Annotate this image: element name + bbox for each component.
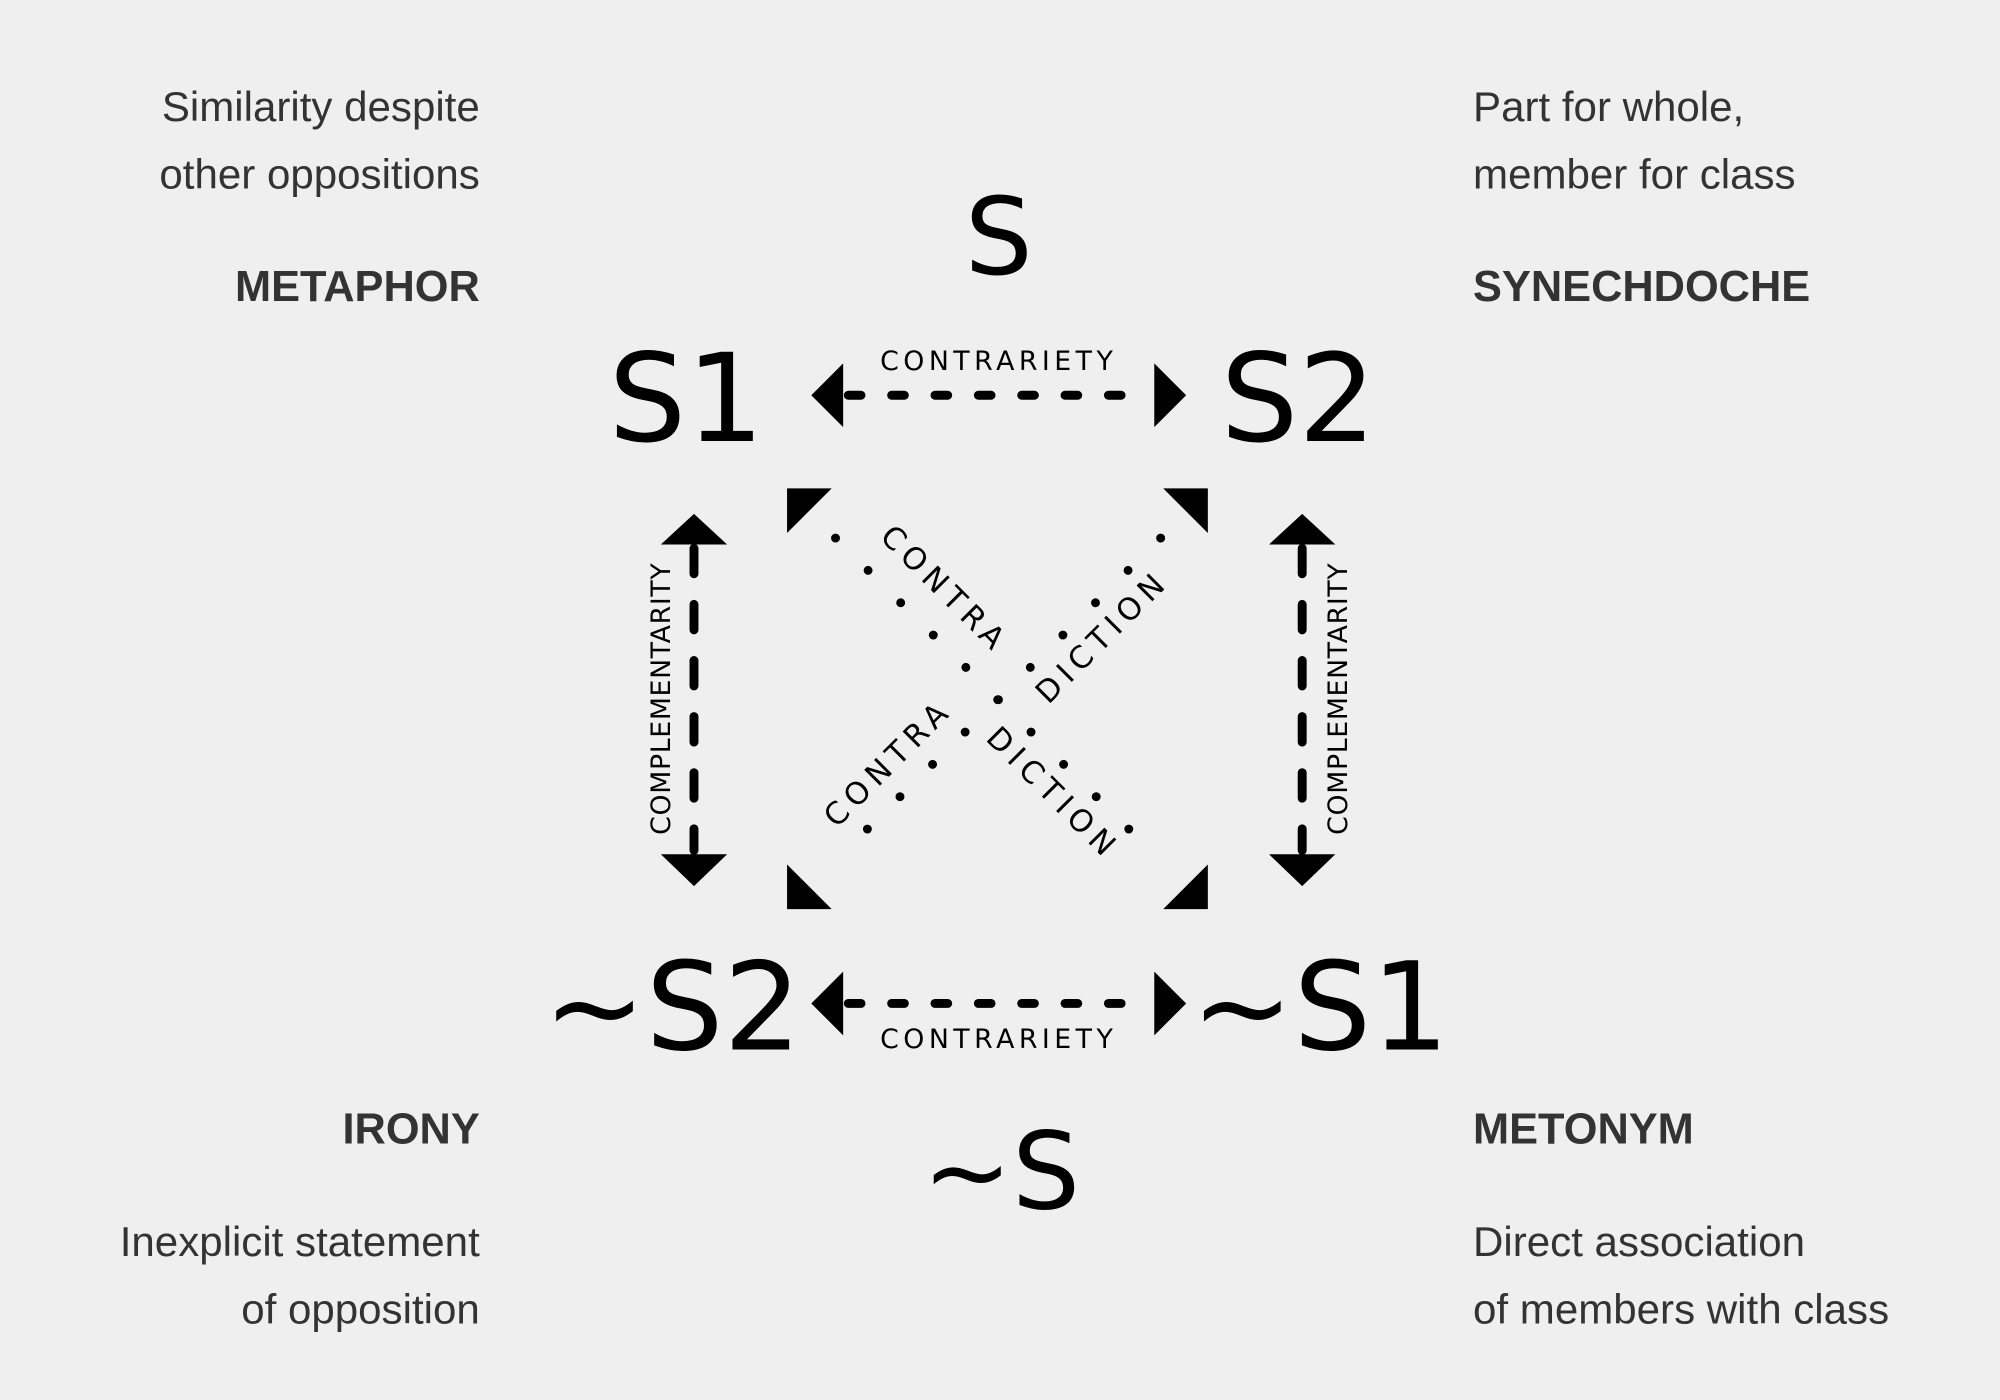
arrowhead-up-icon: [660, 513, 728, 545]
contradiction-diagonal-dots: [831, 533, 1166, 866]
contradiction-label-contra-bottom: CONTRA: [818, 692, 960, 834]
contradiction-label-diction-bottom: DICTION: [979, 720, 1126, 867]
contrariety-bottom-arrow: [811, 971, 1187, 1036]
contrariety-top-arrow: [811, 363, 1187, 428]
synecdoche-block: Part for whole, member for class SYNECHD…: [1473, 83, 1810, 311]
arrowhead-down-icon: [1269, 854, 1336, 887]
irony-title: IRONY: [343, 1106, 480, 1154]
arrowhead-right-icon: [1154, 363, 1187, 428]
complementarity-right-arrow: [1269, 513, 1336, 887]
synecdoche-description-line1: Part for whole,: [1473, 83, 1744, 130]
metaphor-description-line2: other oppositions: [159, 151, 479, 198]
arrowhead-up-icon: [1269, 513, 1336, 545]
corner-arrowhead-bottom-right-icon: [1163, 864, 1208, 910]
contrariety-top-label: CONTRARIETY: [880, 346, 1117, 377]
metonym-description-line2: of members with class: [1473, 1285, 1889, 1332]
corner-arrowhead-top-right-icon: [1163, 488, 1208, 533]
arrowhead-down-icon: [660, 854, 728, 887]
irony-description-line1: Inexplicit statement: [120, 1218, 480, 1265]
contradiction-label-contra-top: CONTRA: [873, 519, 1015, 661]
irony-description-line2: of opposition: [241, 1285, 480, 1332]
term-s1: S1: [609, 327, 765, 470]
arrowhead-left-icon: [811, 971, 844, 1036]
metonym-description-line1: Direct association: [1473, 1218, 1805, 1265]
complementarity-right-label: COMPLEMENTARITY: [1323, 563, 1354, 835]
metonym-title: METONYM: [1473, 1106, 1694, 1154]
term-not-s: ~S: [922, 1111, 1080, 1235]
irony-block: IRONY Inexplicit statement of opposition: [120, 1106, 480, 1333]
synecdoche-title: SYNECHDOCHE: [1473, 263, 1810, 311]
metaphor-title: METAPHOR: [235, 263, 480, 311]
corner-arrowhead-bottom-left-icon: [787, 864, 832, 910]
term-s2: S2: [1221, 327, 1377, 470]
metonym-block: METONYM Direct association of members wi…: [1473, 1106, 1889, 1333]
term-not-s2: ~S2: [543, 935, 801, 1078]
complementarity-left-arrow: [660, 513, 728, 887]
term-not-s1: ~S1: [1191, 935, 1449, 1078]
contrariety-bottom-label: CONTRARIETY: [880, 1024, 1117, 1055]
complementarity-left-label: COMPLEMENTARITY: [646, 563, 677, 835]
metaphor-block: Similarity despite other oppositions MET…: [159, 83, 479, 311]
contradiction-label-diction-top: DICTION: [1029, 564, 1176, 711]
arrowhead-left-icon: [811, 363, 844, 428]
arrowhead-right-icon: [1154, 971, 1187, 1036]
term-s: S: [965, 176, 1033, 300]
synecdoche-description-line2: member for class: [1473, 151, 1796, 198]
metaphor-description-line1: Similarity despite: [162, 83, 480, 130]
corner-arrowhead-top-left-icon: [787, 488, 832, 533]
